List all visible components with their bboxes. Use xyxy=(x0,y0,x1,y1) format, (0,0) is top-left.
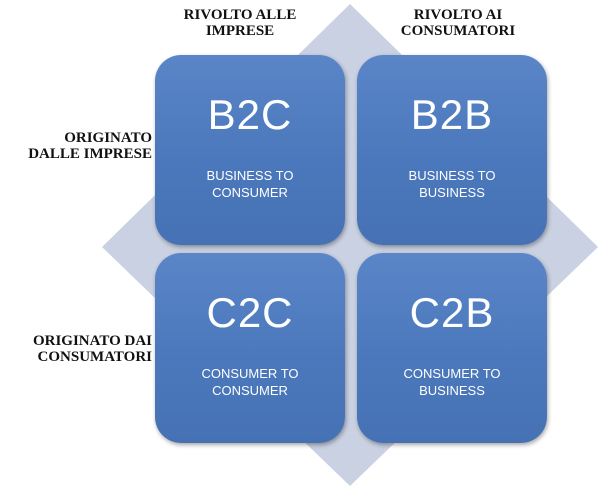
column-header-to-businesses: RIVOLTO ALLE IMPRESE xyxy=(183,7,297,39)
tile-b2c: B2C BUSINESS TO CONSUMER xyxy=(155,55,345,245)
row-header-from-consumers: ORIGINATO DAI CONSUMATORI xyxy=(32,333,152,365)
tile-b2b: B2B BUSINESS TO BUSINESS xyxy=(357,55,547,245)
tile-code: C2C xyxy=(206,289,294,336)
tile-description: CONSUMER TO BUSINESS xyxy=(403,366,501,398)
row-header-from-businesses: ORIGINATO DALLE IMPRESE xyxy=(28,130,152,162)
tile-code: C2B xyxy=(409,289,495,336)
tile-code: B2B xyxy=(410,91,494,138)
tile-c2b: C2B CONSUMER TO BUSINESS xyxy=(357,253,547,443)
tile-code: B2C xyxy=(207,91,293,138)
tile-c2c: C2C CONSUMER TO CONSUMER xyxy=(155,253,345,443)
column-header-to-consumers: RIVOLTO AI CONSUMATORI xyxy=(400,7,516,39)
tile-description: BUSINESS TO CONSUMER xyxy=(206,168,294,200)
tile-description: BUSINESS TO BUSINESS xyxy=(408,168,496,200)
tile-description: CONSUMER TO CONSUMER xyxy=(201,366,299,398)
